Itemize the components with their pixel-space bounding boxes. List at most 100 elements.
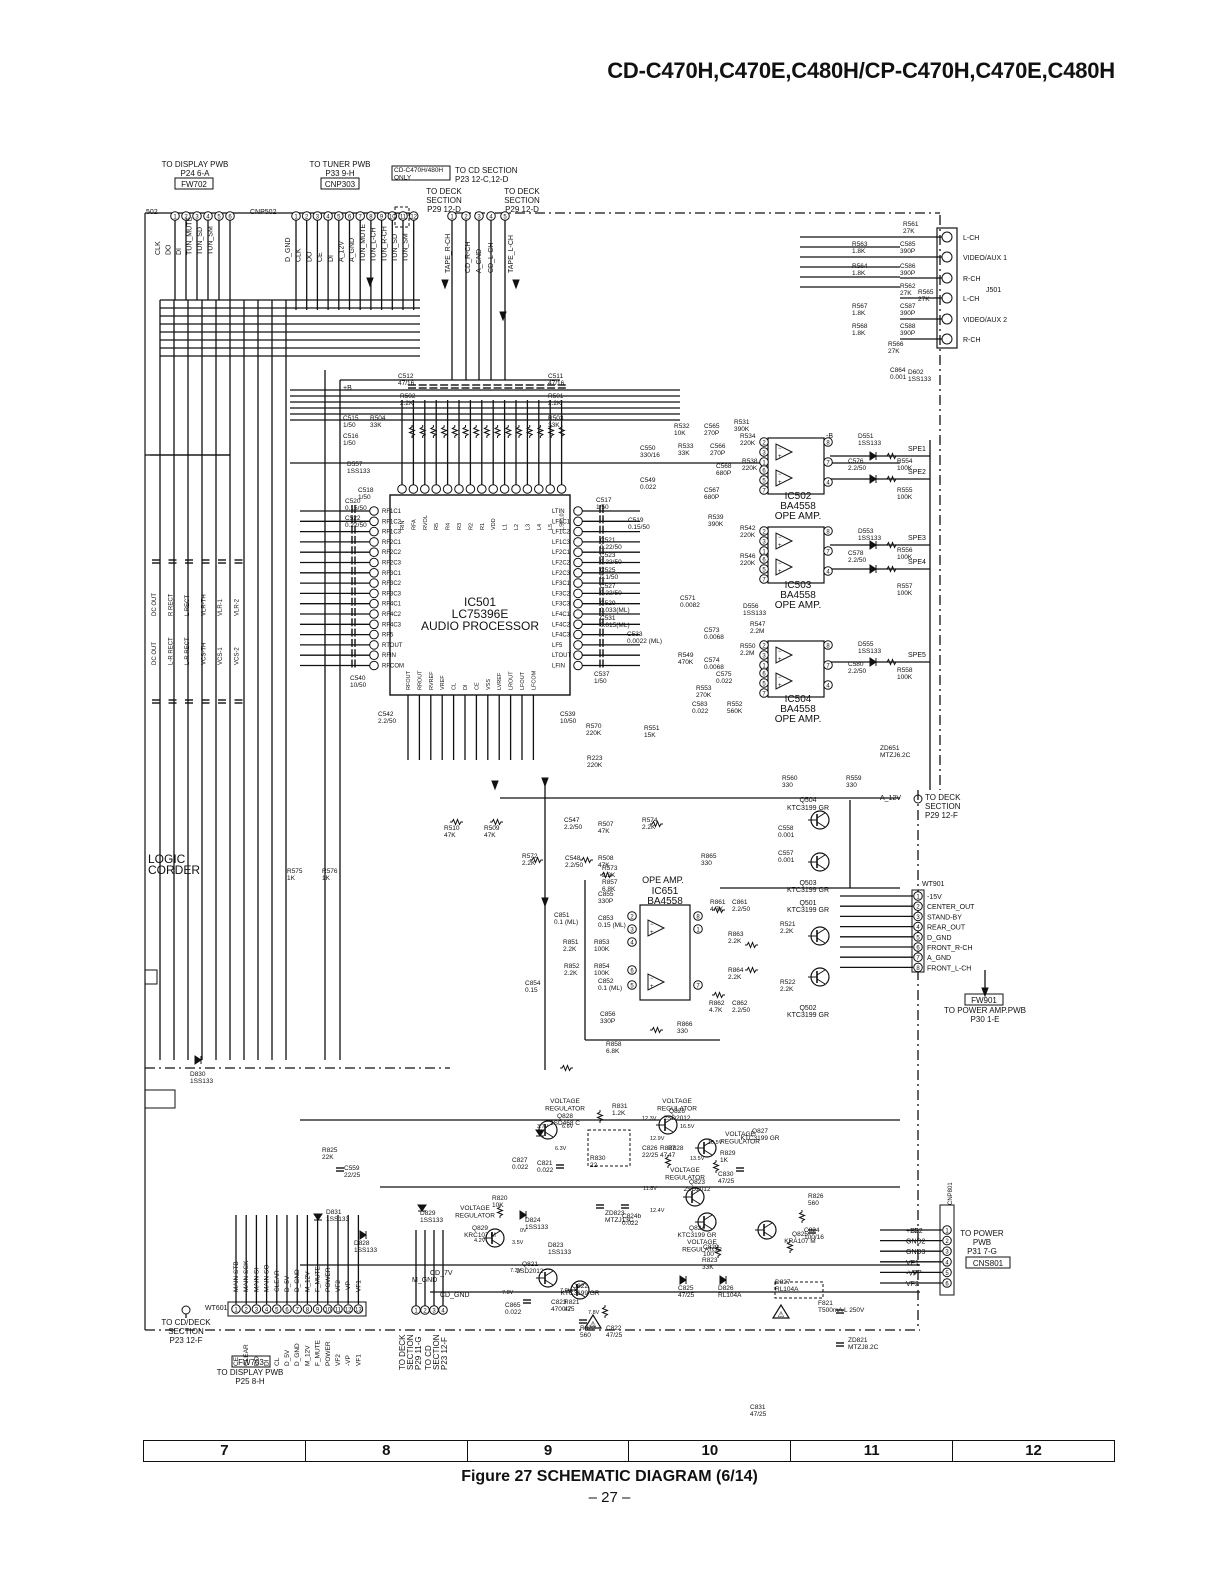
- component-value: 0.0068: [704, 664, 724, 671]
- regulator-transistor: [703, 1140, 713, 1147]
- component-ref: C831: [750, 1404, 766, 1411]
- component-ref: R559: [846, 775, 862, 782]
- ic501-top-pin: [465, 484, 476, 494]
- ic501-top-pin: [499, 484, 510, 494]
- component-value: 27K: [900, 290, 912, 297]
- regulator-diode: [313, 1213, 323, 1221]
- component-value: 47/25: [678, 1292, 695, 1299]
- component-ref: R502: [400, 393, 416, 400]
- fw901-box-label: FW901: [971, 996, 997, 1005]
- component-ref: R822: [580, 1325, 596, 1332]
- to-deck-a-label: TO DECK: [426, 187, 462, 196]
- component-ref: R573: [602, 865, 618, 872]
- cnp502-pin: [334, 211, 344, 221]
- grid-cell-7: 7: [220, 1442, 229, 1459]
- component-ref: R532: [674, 423, 690, 430]
- ic503-pin: [823, 546, 833, 556]
- component-ref: R828: [668, 1145, 684, 1152]
- fw702-pin: [181, 211, 191, 221]
- jack-label: VIDEO/AUX 1: [963, 255, 1007, 262]
- ic501-left-pin-node: [369, 557, 379, 568]
- cnp502-pin-label: A_GND: [349, 238, 356, 262]
- ic503-pin-number: 7: [826, 550, 830, 556]
- component-ref: C529: [600, 600, 616, 607]
- ic501-left-pin: RF1C2: [382, 519, 402, 525]
- wt601-pin-number: 10: [324, 1308, 331, 1314]
- cns801-pin: [942, 1235, 952, 1246]
- regulator-diode: [535, 1129, 545, 1137]
- component-value: 2.2K: [548, 400, 562, 407]
- ic501-top-pin-label: R5: [434, 523, 440, 530]
- ic501-bottom-pin-label: LROUT: [509, 671, 515, 690]
- component-value: 4.7K: [709, 1007, 723, 1014]
- wt601-pin: [231, 1304, 241, 1314]
- wt601-pin: [272, 1304, 282, 1314]
- component-value: 0.1 (ML): [598, 985, 622, 992]
- regulator-transistor: [703, 1214, 713, 1221]
- ic501-body: [389, 494, 571, 696]
- cns801-pin: [942, 1225, 952, 1235]
- wt901-pin-label: -15V: [927, 894, 942, 901]
- ic504-ref: IC504: [785, 694, 812, 705]
- deck-pin-number: 3: [477, 215, 481, 221]
- input-resistor: [408, 425, 416, 438]
- regulator-transistor: [544, 1131, 554, 1138]
- ic501-left-pin-node: [369, 660, 379, 671]
- wt601-lower-label: DI: [264, 1359, 271, 1366]
- ic503-pin: [759, 574, 769, 584]
- ic501-top-pin-label: L1: [503, 524, 509, 530]
- deck-pin: [500, 211, 510, 221]
- component-ref: C576: [848, 458, 864, 465]
- output-transistor-ref: Q501: [799, 900, 816, 907]
- component-value: 10/50: [560, 718, 577, 725]
- voltage-label: 7.8V: [502, 1290, 514, 1296]
- component-ref: R852: [564, 963, 580, 970]
- signal-arrow: [491, 780, 499, 791]
- ic501-top-pin-label: R4: [446, 523, 452, 530]
- component-value: 6.8K: [606, 1048, 620, 1055]
- component-ref: R865: [701, 853, 717, 860]
- component-ref: C525: [600, 567, 616, 574]
- wt601-lower-label: -VP: [345, 1355, 352, 1366]
- voltage-label: 18.5V: [708, 1140, 723, 1146]
- ic504-pin-number: 7: [762, 692, 766, 698]
- component-value: 1K: [322, 875, 331, 882]
- to-deck-right-label: SECTION: [925, 802, 961, 811]
- spe-resistor: [885, 565, 898, 573]
- ic651-pin: [627, 924, 637, 934]
- component-value: 100/16: [804, 1234, 824, 1241]
- component-value: 330P: [598, 898, 613, 905]
- page-number: – 27 –: [588, 1489, 631, 1506]
- component-ref: R576: [322, 868, 338, 875]
- component-ref: R823: [702, 1257, 718, 1264]
- wt601-lower-label: M_12V: [304, 1345, 311, 1366]
- cnp502-pin-label: D_GND: [285, 237, 292, 262]
- component-value: 1K: [720, 1157, 729, 1164]
- series-resistor: [712, 906, 725, 914]
- ic504-pin-number: 3: [762, 654, 766, 660]
- component-ref: D551: [858, 433, 874, 440]
- bias-resistor: [798, 1210, 806, 1223]
- component-value: 1/50: [594, 678, 607, 685]
- deck-pin-label: A_GND: [476, 249, 483, 273]
- cd-deck-pin: [181, 1305, 191, 1315]
- component-value: 100: [703, 1251, 714, 1258]
- wt601-lower-label: CL: [274, 1357, 281, 1366]
- component-ref: R507: [598, 821, 614, 828]
- spe-diode: [869, 540, 877, 550]
- ic501-right-pin-node: [573, 640, 583, 650]
- ic502-pin-number: 1: [762, 461, 766, 467]
- cns801-pin-label: GND2: [906, 1239, 926, 1246]
- ic501-bottom-pin-label: CL: [452, 683, 458, 690]
- component-ref: C557: [778, 850, 794, 857]
- wt601-pin: [282, 1304, 292, 1314]
- jack-label: L-CH: [963, 296, 979, 303]
- left-pin-label: R RECT: [169, 593, 175, 616]
- ic501-left-pin-node: [369, 578, 379, 588]
- series-resistor: [580, 856, 593, 864]
- grid-cell-8: 8: [304, 1441, 467, 1461]
- regulator-transistor: [491, 1239, 501, 1246]
- cd-only-label: CD-C470H/480H: [394, 167, 443, 174]
- ic651-pin: [693, 980, 703, 990]
- voltage-label: 6.3V: [555, 1146, 567, 1152]
